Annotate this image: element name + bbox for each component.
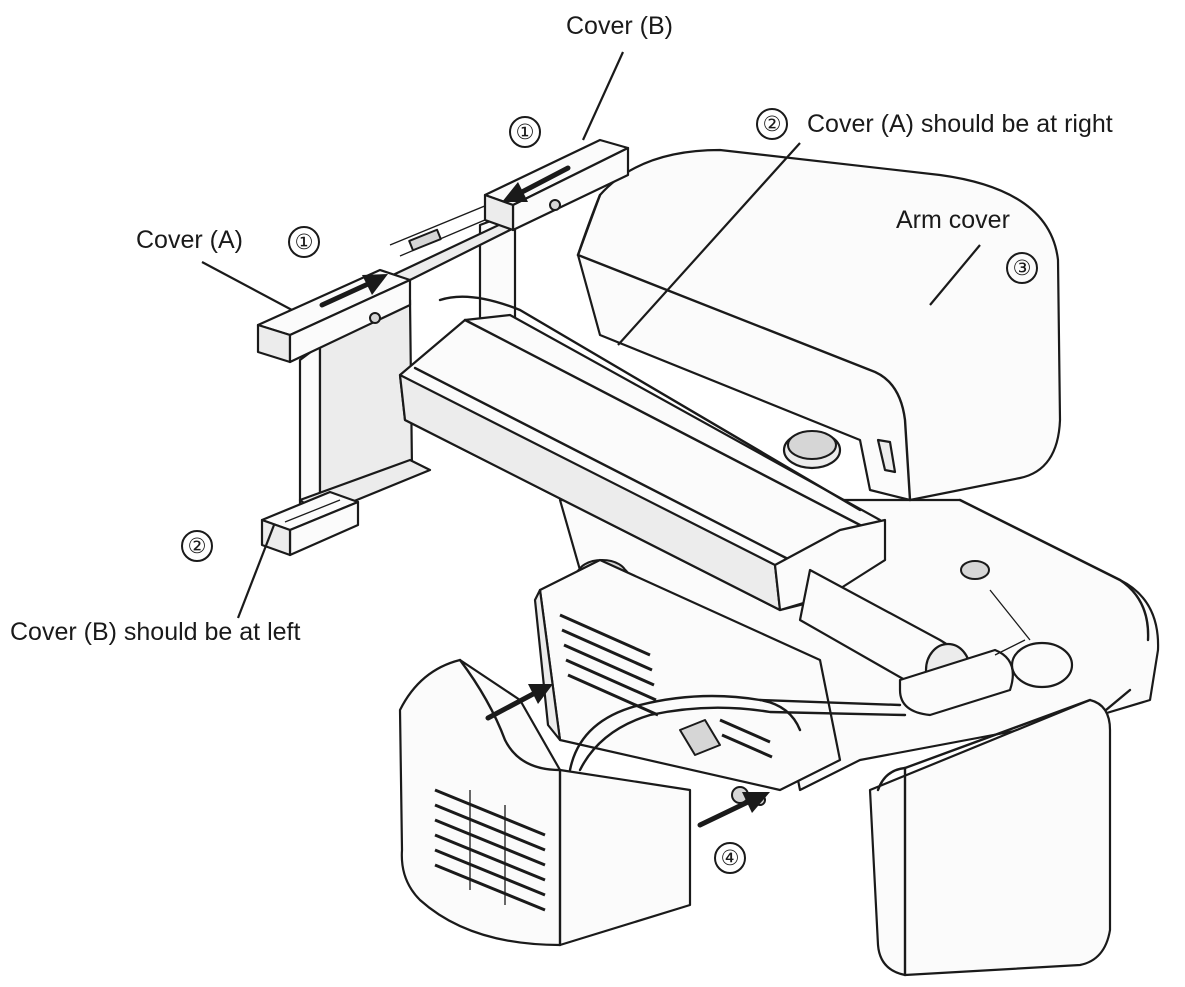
movement-arrows <box>319 165 770 828</box>
arrow-slide-cover-a <box>319 274 388 308</box>
step-number-1-left: ① <box>288 226 320 258</box>
arrow-attach-cable-cover <box>697 792 770 828</box>
leader-lines <box>201 51 981 619</box>
label-arm-cover: Arm cover <box>896 206 1010 234</box>
terminal-cover <box>398 658 692 947</box>
step-number-2-right: ② <box>756 108 788 140</box>
arrow-slide-cover-b <box>502 165 571 202</box>
side-vent-grille <box>559 613 773 759</box>
mechanism-block <box>533 558 907 806</box>
step-number-2-left: ② <box>181 530 213 562</box>
label-cover-a-right: Cover (A) should be at right <box>807 110 1113 138</box>
step-number-4: ④ <box>714 842 746 874</box>
step-number-1-top: ① <box>509 116 541 148</box>
label-cover-a-left: Cover (A) <box>136 226 243 254</box>
label-cover-b-top: Cover (B) <box>566 12 673 40</box>
arrow-attach-terminal-cover <box>485 684 553 721</box>
arm-cover-part <box>576 148 1062 502</box>
front-vent-grille <box>434 788 546 912</box>
step-number-3: ③ <box>1006 252 1038 284</box>
cable-cover <box>868 698 1112 977</box>
label-cover-b-left: Cover (B) should be at left <box>10 618 301 646</box>
projector-arm <box>398 295 1074 717</box>
